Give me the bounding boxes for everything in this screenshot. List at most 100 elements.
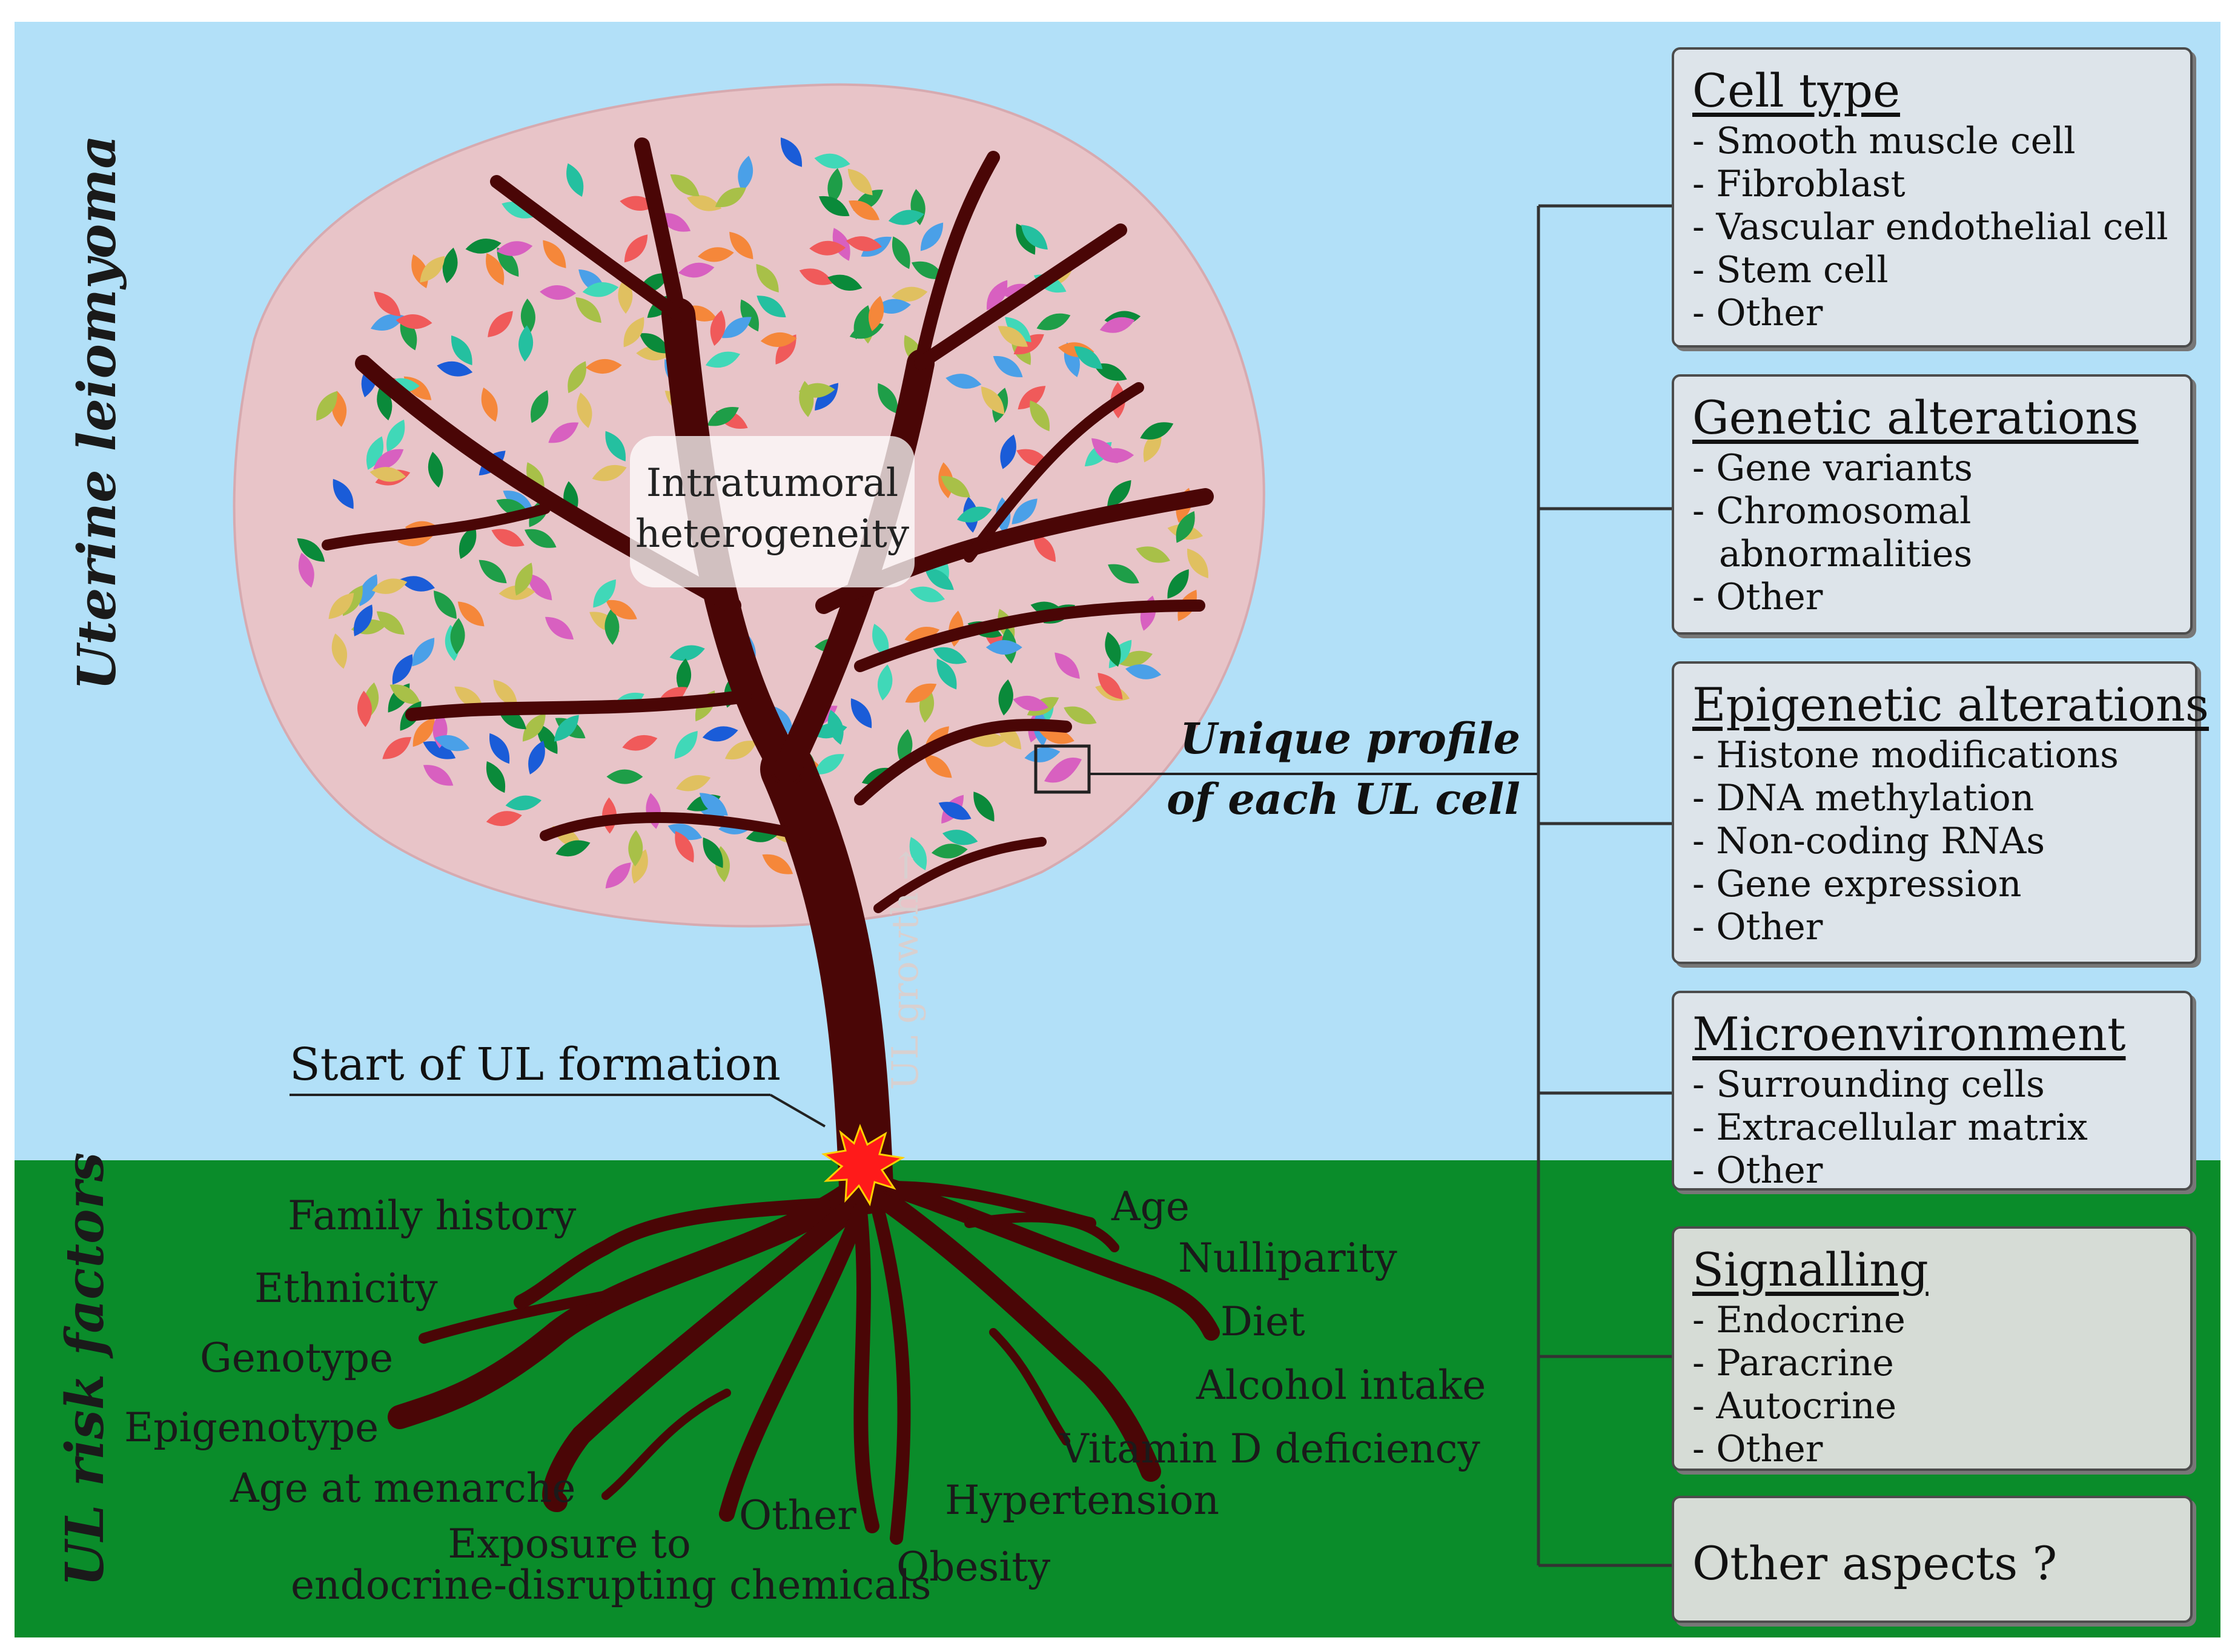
leaf-icon: [905, 683, 937, 703]
leaf-icon: [942, 830, 978, 845]
side-label-uterine-leiomyoma: Uterine leiomyoma: [67, 134, 128, 690]
formation-star-icon: [821, 1123, 906, 1206]
leaf-icon: [757, 296, 786, 317]
risk-age-at-menarche: Age at menarche: [230, 1465, 576, 1512]
leaf-icon: [392, 654, 413, 685]
leaf-icon: [1108, 564, 1139, 584]
leaf-icon: [437, 361, 473, 377]
leaf-icon: [527, 573, 552, 601]
leaf-icon: [819, 196, 850, 216]
unique-line2: of each UL cell: [1167, 774, 1520, 824]
risk-alcohol: Alcohol intake: [1196, 1362, 1486, 1409]
leaf-icon: [809, 240, 846, 256]
leaf-icon: [849, 200, 880, 220]
risk-exposure-line2: endocrine-disrupting chemicals: [291, 1562, 932, 1608]
panel-item: abnormalities: [1719, 533, 1973, 575]
leaf-icon: [376, 611, 405, 635]
leaf-icon: [412, 638, 435, 667]
risk-other: Other: [739, 1492, 856, 1539]
leaf-icon: [707, 407, 739, 426]
leaf-icon: [698, 247, 734, 262]
panel-item: - Other: [1692, 1428, 1823, 1470]
risk-genotype: Genotype: [200, 1335, 394, 1381]
leaf-icon: [931, 844, 968, 859]
leaf-icon: [1136, 546, 1171, 563]
leaf-icon: [1033, 533, 1056, 563]
leaf-icon: [497, 247, 519, 277]
leaf-icon: [505, 795, 542, 811]
panel-item: - Non-coding RNAs: [1692, 820, 2045, 862]
leaf-icon: [486, 811, 522, 827]
leaf-icon: [434, 590, 457, 619]
leaf-icon: [1000, 434, 1016, 469]
leaf-icon: [853, 305, 870, 340]
leaf-icon: [938, 802, 972, 820]
leaf-icon: [993, 355, 1023, 377]
start-pointer-line: [769, 1094, 826, 1128]
leaf-icon: [892, 236, 910, 269]
panel-title: Signalling: [1692, 1243, 1929, 1297]
leaf-icon: [518, 325, 534, 362]
leaf-icon: [428, 452, 443, 488]
leaf-icon: [702, 726, 738, 742]
leaf-icon: [331, 633, 348, 669]
panel-title: Epigenetic alterations: [1692, 678, 2209, 732]
leaf-icon: [333, 478, 354, 509]
leaf-icon: [486, 761, 506, 793]
leaf-icon: [577, 392, 592, 428]
leaf-icon: [724, 741, 757, 759]
leaf-icon: [369, 467, 406, 482]
risk-epigenotype: Epigenotype: [124, 1404, 379, 1451]
leaf-icon: [639, 333, 670, 354]
leaf-icon: [781, 137, 802, 167]
leaf-icon: [451, 335, 472, 366]
leaf-icon: [827, 274, 863, 291]
other-aspects-label: Other aspects ?: [1692, 1536, 2058, 1590]
leaf-icon: [1091, 438, 1118, 463]
panel-microenvironment: Microenvironment - Surrounding cells - E…: [1672, 991, 2193, 1192]
leaf-icon: [606, 769, 643, 784]
leaf-icon: [605, 431, 626, 461]
leaf-icon: [703, 837, 723, 868]
leaf-icon: [1013, 334, 1044, 355]
panel-item: - Gene expression: [1692, 863, 2022, 905]
leaf-icon: [622, 735, 658, 751]
leaf-icon: [827, 168, 843, 205]
leaf-icon: [699, 793, 728, 816]
leaf-icon: [678, 262, 715, 278]
leaf-icon: [760, 332, 797, 347]
leaf-icon: [658, 213, 691, 232]
leaf-icon: [373, 449, 404, 470]
panel-epigenetic-alterations: Epigenetic alterations - Histone modific…: [1672, 661, 2209, 964]
leaf-icon: [359, 574, 377, 607]
leaf-icon: [520, 299, 535, 335]
leaf-icon: [442, 247, 458, 283]
panel-item: - Fibroblast: [1692, 163, 1906, 205]
panel-title: Genetic alterations: [1692, 391, 2139, 444]
leaf-icon: [582, 282, 619, 297]
panel-item: - Smooth muscle cell: [1692, 120, 2076, 162]
leaf-icon: [481, 387, 498, 422]
leaf-cluster: [297, 137, 1208, 889]
leaf-icon: [846, 236, 882, 251]
leaf-icon: [729, 231, 753, 260]
leaf-icon: [522, 713, 546, 742]
leaf-icon: [623, 317, 644, 348]
leaf-icon: [740, 299, 759, 332]
leaf-icon: [1036, 313, 1071, 331]
panel-item: - Other: [1692, 1149, 1823, 1192]
leaf-icon: [850, 698, 872, 729]
leaf-icon: [868, 296, 884, 332]
panel-item: - Gene variants: [1692, 447, 1973, 489]
leaf-icon: [423, 765, 454, 786]
leaf-icon: [676, 658, 692, 695]
leaf-icon: [628, 830, 643, 867]
leaf-icon: [632, 849, 648, 884]
leaf-icon: [799, 381, 814, 417]
leaf-icon: [585, 358, 622, 374]
leaf-icon: [1030, 400, 1050, 432]
leaf-icon: [1016, 223, 1036, 255]
leaf-icon: [909, 837, 927, 871]
tree-roots: [388, 1169, 1220, 1545]
